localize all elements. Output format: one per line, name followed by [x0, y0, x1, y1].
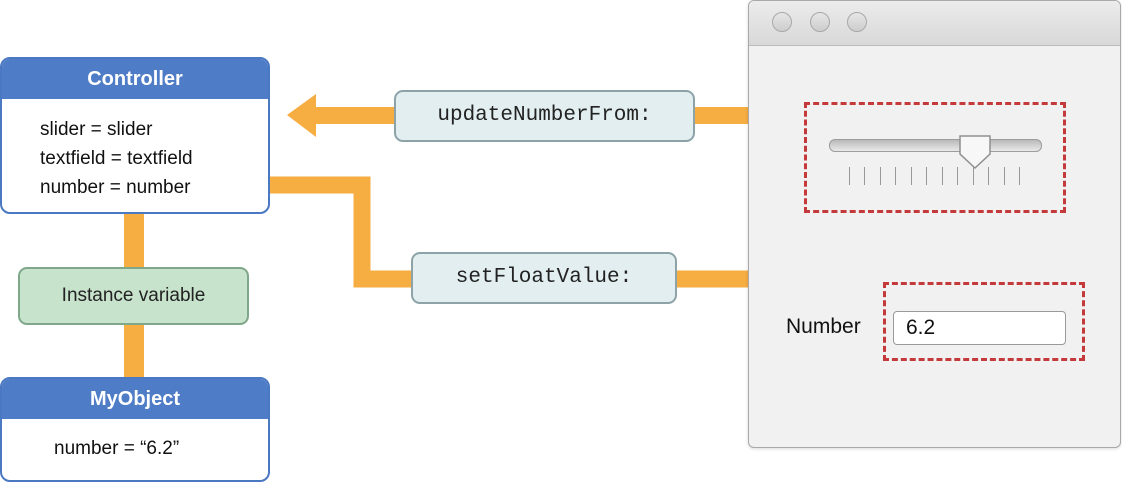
close-window-button[interactable]	[772, 12, 792, 32]
connector-ivar-myobject	[124, 324, 144, 379]
controller-line-textfield: textfield = textfield	[40, 148, 193, 169]
connector-controller-ivar	[124, 212, 144, 268]
message-set-text: setFloatValue:	[455, 266, 633, 289]
myobject-line-number: number = “6.2”	[54, 438, 180, 459]
slider-track[interactable]	[829, 139, 1042, 152]
app-window	[748, 0, 1121, 448]
controller-line-slider: slider = slider	[40, 119, 153, 140]
slider-ticks	[849, 167, 1020, 185]
slider-tick	[941, 167, 943, 185]
myobject-title: MyObject	[2, 379, 268, 419]
message-update-number-from: updateNumberFrom:	[394, 90, 695, 142]
instance-variable-text: Instance variable	[61, 285, 206, 306]
number-label: Number	[786, 315, 861, 338]
slider-tick	[910, 167, 912, 185]
minimize-window-button[interactable]	[810, 12, 830, 32]
slider-tick	[926, 167, 928, 185]
message-update-text: updateNumberFrom:	[437, 104, 652, 127]
slider-tick	[895, 167, 897, 185]
message-set-float-value: setFloatValue:	[411, 252, 677, 304]
slider-tick	[864, 167, 866, 185]
zoom-window-button[interactable]	[847, 12, 867, 32]
slider-tick	[1003, 167, 1005, 185]
instance-variable-label: Instance variable	[18, 267, 249, 325]
update-arrow-head	[287, 94, 316, 137]
controller-body: slider = slider textfield = textfield nu…	[2, 99, 268, 202]
slider-knob[interactable]	[958, 134, 992, 170]
slider-tick	[957, 167, 959, 185]
slider-highlight	[804, 102, 1066, 213]
controller-line-number: number = number	[40, 177, 191, 198]
slider-tick	[972, 167, 974, 185]
myobject-box: MyObject number = “6.2”	[0, 377, 270, 482]
slider-tick	[1019, 167, 1020, 185]
controller-box: Controller slider = slider textfield = t…	[0, 57, 270, 214]
slider-tick	[988, 167, 990, 185]
controller-title: Controller	[2, 59, 268, 99]
number-textfield[interactable]: 6.2	[893, 311, 1066, 345]
slider-tick	[879, 167, 881, 185]
window-titlebar	[749, 1, 1120, 46]
textfield-highlight	[883, 282, 1085, 361]
slider-tick	[849, 167, 850, 185]
